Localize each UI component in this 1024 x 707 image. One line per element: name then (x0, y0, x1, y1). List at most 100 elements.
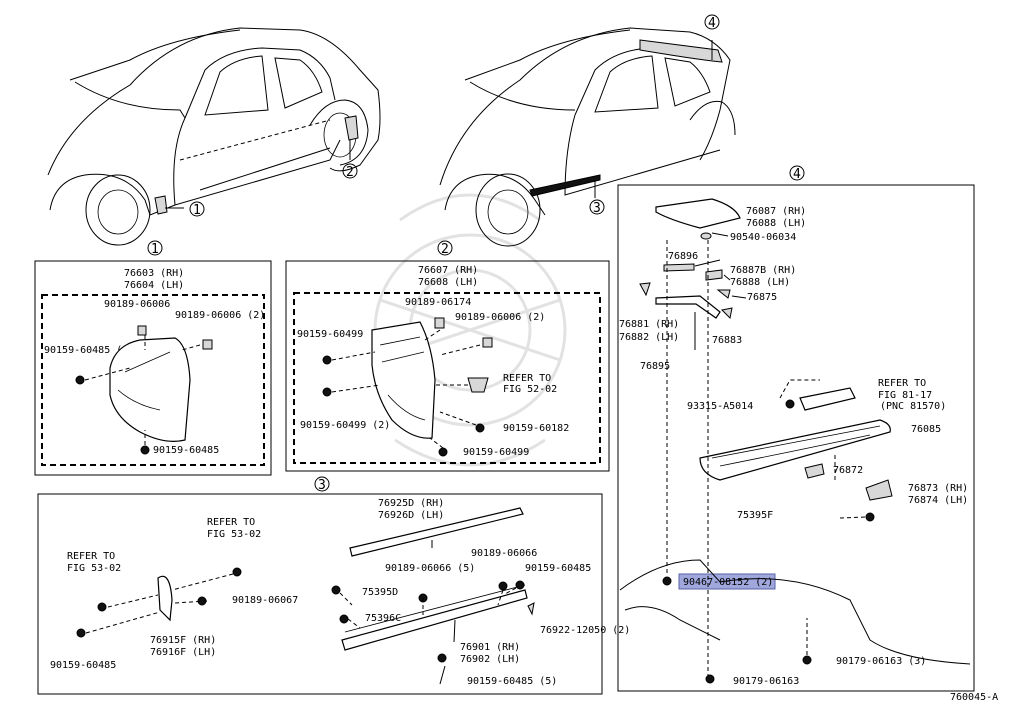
panel-1-front-mudguard: 76603 (RH) 76604 (LH) 90189-06006 90189-… (34, 260, 272, 476)
panel4-part-15: 76085 (911, 424, 941, 435)
panel4-part-3: 76896 (668, 251, 698, 262)
car-illustration-left (47, 27, 381, 246)
panel4-part-16: 76872 (833, 465, 863, 476)
rocker-molding-marker (529, 174, 601, 197)
bracket-part (865, 479, 893, 501)
rocker-molding-part (341, 589, 528, 651)
screw-icon (437, 653, 447, 663)
panel2-part-4: FIG 52-02 (503, 384, 557, 395)
panel2-part-2: 90189-06006 (2) (455, 312, 545, 323)
panel1-part-1: 90189-06006 (2) (175, 310, 265, 321)
highlighted-part-box[interactable] (678, 573, 776, 590)
clip-icon (498, 581, 508, 591)
screw-icon (322, 387, 332, 397)
panel1-title-rh: 76603 (RH) (124, 268, 184, 279)
panel4-part-12: FIG 81-17 (878, 390, 932, 401)
clip-icon (232, 567, 242, 577)
panel3-part-0: 76925D (RH) (378, 498, 444, 509)
mudguard-front-part (109, 337, 191, 442)
panel1-part-3: 90159-60485 (153, 445, 219, 456)
panel-4-label: 4 (793, 167, 801, 182)
panel3-part-15: 76901 (RH) (460, 642, 520, 653)
panel2-part-5: 90159-60499 (2) (300, 420, 390, 431)
panel-2-rear-mudguard: 76607 (RH) 76608 (LH) 90189-06174 90159-… (285, 260, 610, 472)
panel4-part-11: REFER TO (878, 378, 926, 389)
panel3-part-6: 90189-06066 (471, 548, 537, 559)
clip-icon (639, 282, 651, 297)
washer-icon (700, 232, 712, 240)
panel3-part-17: 90159-60485 (50, 660, 116, 671)
nut-icon (705, 674, 715, 684)
panel4-part-20: 90179-06163 (3) (836, 656, 926, 667)
spoiler-marker (639, 39, 723, 63)
bolt-icon (662, 576, 672, 586)
screw-icon (438, 447, 448, 457)
clip-icon (527, 602, 535, 616)
panel3-part-18: 90159-60485 (5) (467, 676, 557, 687)
mudguard-rear-part (371, 321, 436, 439)
panel4-part-0: 76087 (RH) (746, 206, 806, 217)
panel3-part-7: 90189-06066 (5) (385, 563, 475, 574)
panel3-part-1: 76926D (LH) (378, 510, 444, 521)
screw-icon (475, 423, 485, 433)
highlighted-part-label[interactable]: 90467-08152 (2) (683, 577, 773, 588)
nut-icon (802, 655, 812, 665)
screw-icon (97, 602, 107, 612)
spoiler-end-cap-part (655, 198, 741, 229)
callout-markers: 1 2 3 4 1 2 3 4 (147, 14, 805, 493)
panel3-part-2: REFER TO (207, 517, 255, 528)
panel4-part-1: 76088 (LH) (746, 218, 806, 229)
panel3-part-4: REFER TO (67, 551, 115, 562)
panel4-part-17: 76873 (RH) (908, 483, 968, 494)
panel-1-label: 1 (151, 242, 159, 257)
clip-icon (202, 339, 213, 350)
panel4-part-14: 93315-A5014 (687, 401, 753, 412)
figure-code: 760045-A (950, 692, 998, 703)
nut-icon (865, 512, 875, 522)
panel4-part-13: (PNC 81570) (880, 401, 946, 412)
screw-icon (140, 445, 150, 455)
panel3-part-16: 76902 (LH) (460, 654, 520, 665)
panel3-part-12: 76922-12050 (2) (540, 625, 630, 636)
panel4-part-5: 76888 (LH) (730, 277, 790, 288)
screw-icon (322, 355, 332, 365)
panel4-part-8: 76882 (LH) (619, 332, 679, 343)
clip-icon (331, 585, 341, 595)
panel2-part-7: 90159-60499 (463, 447, 529, 458)
panel2-part-1: 90159-60499 (297, 329, 363, 340)
panel4-part-4: 76887B (RH) (730, 265, 796, 276)
mudguard-rear-marker (344, 115, 359, 141)
clip-icon (482, 337, 493, 348)
panel3-part-11: 90189-06067 (232, 595, 298, 606)
panel4-part-19: 75395F (737, 510, 773, 521)
screw-icon (76, 628, 86, 638)
panel3-part-10: 75396C (365, 613, 401, 624)
spoiler-seal-part (655, 295, 721, 319)
clip-icon (339, 614, 349, 624)
panel-4-rear-spoiler: 76087 (RH) 76088 (LH) 90540-06034 76896 … (617, 184, 975, 692)
panel-2-label: 2 (441, 242, 449, 257)
molding-strip-part (349, 507, 524, 557)
screw-icon (515, 580, 525, 590)
screw-icon (75, 375, 85, 385)
bracket-icon (467, 377, 489, 393)
car-illustration-right (439, 27, 736, 247)
panel2-part-0: 90189-06174 (405, 297, 471, 308)
panel4-part-9: 76883 (712, 335, 742, 346)
panel1-title-lh: 76604 (LH) (124, 280, 184, 291)
panel2-part-6: 90159-60182 (503, 423, 569, 434)
screw-icon (785, 399, 795, 409)
panel3-part-14: 76916F (LH) (150, 647, 216, 658)
panel1-part-0: 90189-06006 (104, 299, 170, 310)
panel-3-rocker-molding: 76925D (RH) 76926D (LH) REFER TO FIG 53-… (37, 493, 630, 695)
panel4-part-21: 90179-06163 (733, 676, 799, 687)
spacer-part (804, 463, 825, 479)
callout-1: 1 (193, 203, 201, 218)
panel2-title-rh: 76607 (RH) (418, 265, 478, 276)
mudguard-front-marker (154, 195, 168, 215)
callout-4: 4 (708, 16, 716, 31)
panel4-part-7: 76881 (RH) (619, 319, 679, 330)
clip-icon (434, 317, 445, 329)
panel3-part-5: FIG 53-02 (67, 563, 121, 574)
panel4-part-6: 76875 (747, 292, 777, 303)
